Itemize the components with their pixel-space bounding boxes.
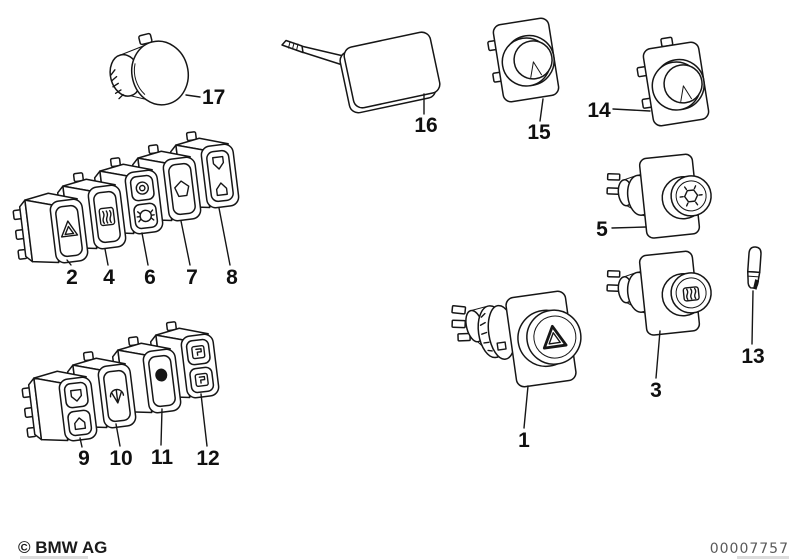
part-label-6: 6 — [144, 266, 156, 289]
leader-line — [160, 408, 163, 446]
part-label-10: 10 — [109, 447, 132, 470]
footer-rule-left — [20, 556, 88, 559]
leader-line — [185, 94, 201, 98]
part-label-11: 11 — [151, 446, 174, 469]
part-label-7: 7 — [186, 266, 198, 289]
part-label-12: 12 — [196, 447, 219, 470]
part-label-2: 2 — [66, 266, 78, 289]
document-number: 00007757 — [710, 541, 789, 557]
leader-line — [79, 437, 83, 448]
leader-line — [611, 226, 647, 229]
part-label-16: 16 — [414, 114, 437, 137]
leader-line — [180, 220, 191, 266]
part-label-8: 8 — [226, 266, 238, 289]
part-9: 9 — [21, 370, 98, 470]
leader-line — [104, 248, 109, 266]
leader-line — [200, 393, 208, 447]
blanking-cap-icon — [109, 32, 189, 106]
hazard-rocker-icon — [12, 192, 89, 264]
part-1: 1 — [451, 290, 582, 452]
part-17: 17 — [109, 32, 225, 109]
part-5: 5 — [596, 153, 712, 241]
leader-line — [539, 98, 544, 122]
part-label-17: 17 — [202, 86, 225, 109]
leader-line — [523, 385, 529, 429]
part-label-15: 15 — [527, 121, 551, 144]
leader-line — [218, 207, 231, 266]
leader-line — [612, 108, 651, 112]
part-label-13: 13 — [741, 345, 764, 368]
part-label-1: 1 — [518, 429, 530, 452]
part-label-14: 14 — [587, 99, 611, 122]
window-up-down-twin-button-icon — [21, 370, 98, 442]
part-13: 13 — [741, 246, 765, 368]
rotary-knob-icon — [636, 36, 710, 127]
part-15: 15 — [487, 17, 560, 144]
part-16: 16 — [281, 31, 441, 137]
rear-defrost-pushbutton-icon — [606, 250, 712, 336]
leader-line — [66, 259, 72, 266]
leader-line — [655, 330, 661, 379]
copyright-text: © BMW AG — [18, 538, 107, 557]
part-3: 3 — [606, 250, 712, 402]
part-11: 11 — [111, 336, 182, 469]
part-label-9: 9 — [78, 447, 90, 470]
blower-pushbutton-icon — [606, 153, 712, 239]
part-14: 14 — [587, 36, 710, 127]
rotary-knob-icon — [487, 17, 560, 103]
leader-line — [115, 423, 121, 447]
leader-line — [751, 290, 754, 345]
leader-line — [141, 232, 149, 266]
part-label-3: 3 — [650, 379, 662, 402]
hazard-pushbutton-icon — [451, 290, 582, 388]
part-label-4: 4 — [103, 266, 115, 289]
part-2: 2 — [12, 192, 89, 289]
footer-rule-right — [737, 556, 789, 559]
part-label-5: 5 — [596, 218, 608, 241]
indicator-bulb-icon — [746, 246, 762, 290]
